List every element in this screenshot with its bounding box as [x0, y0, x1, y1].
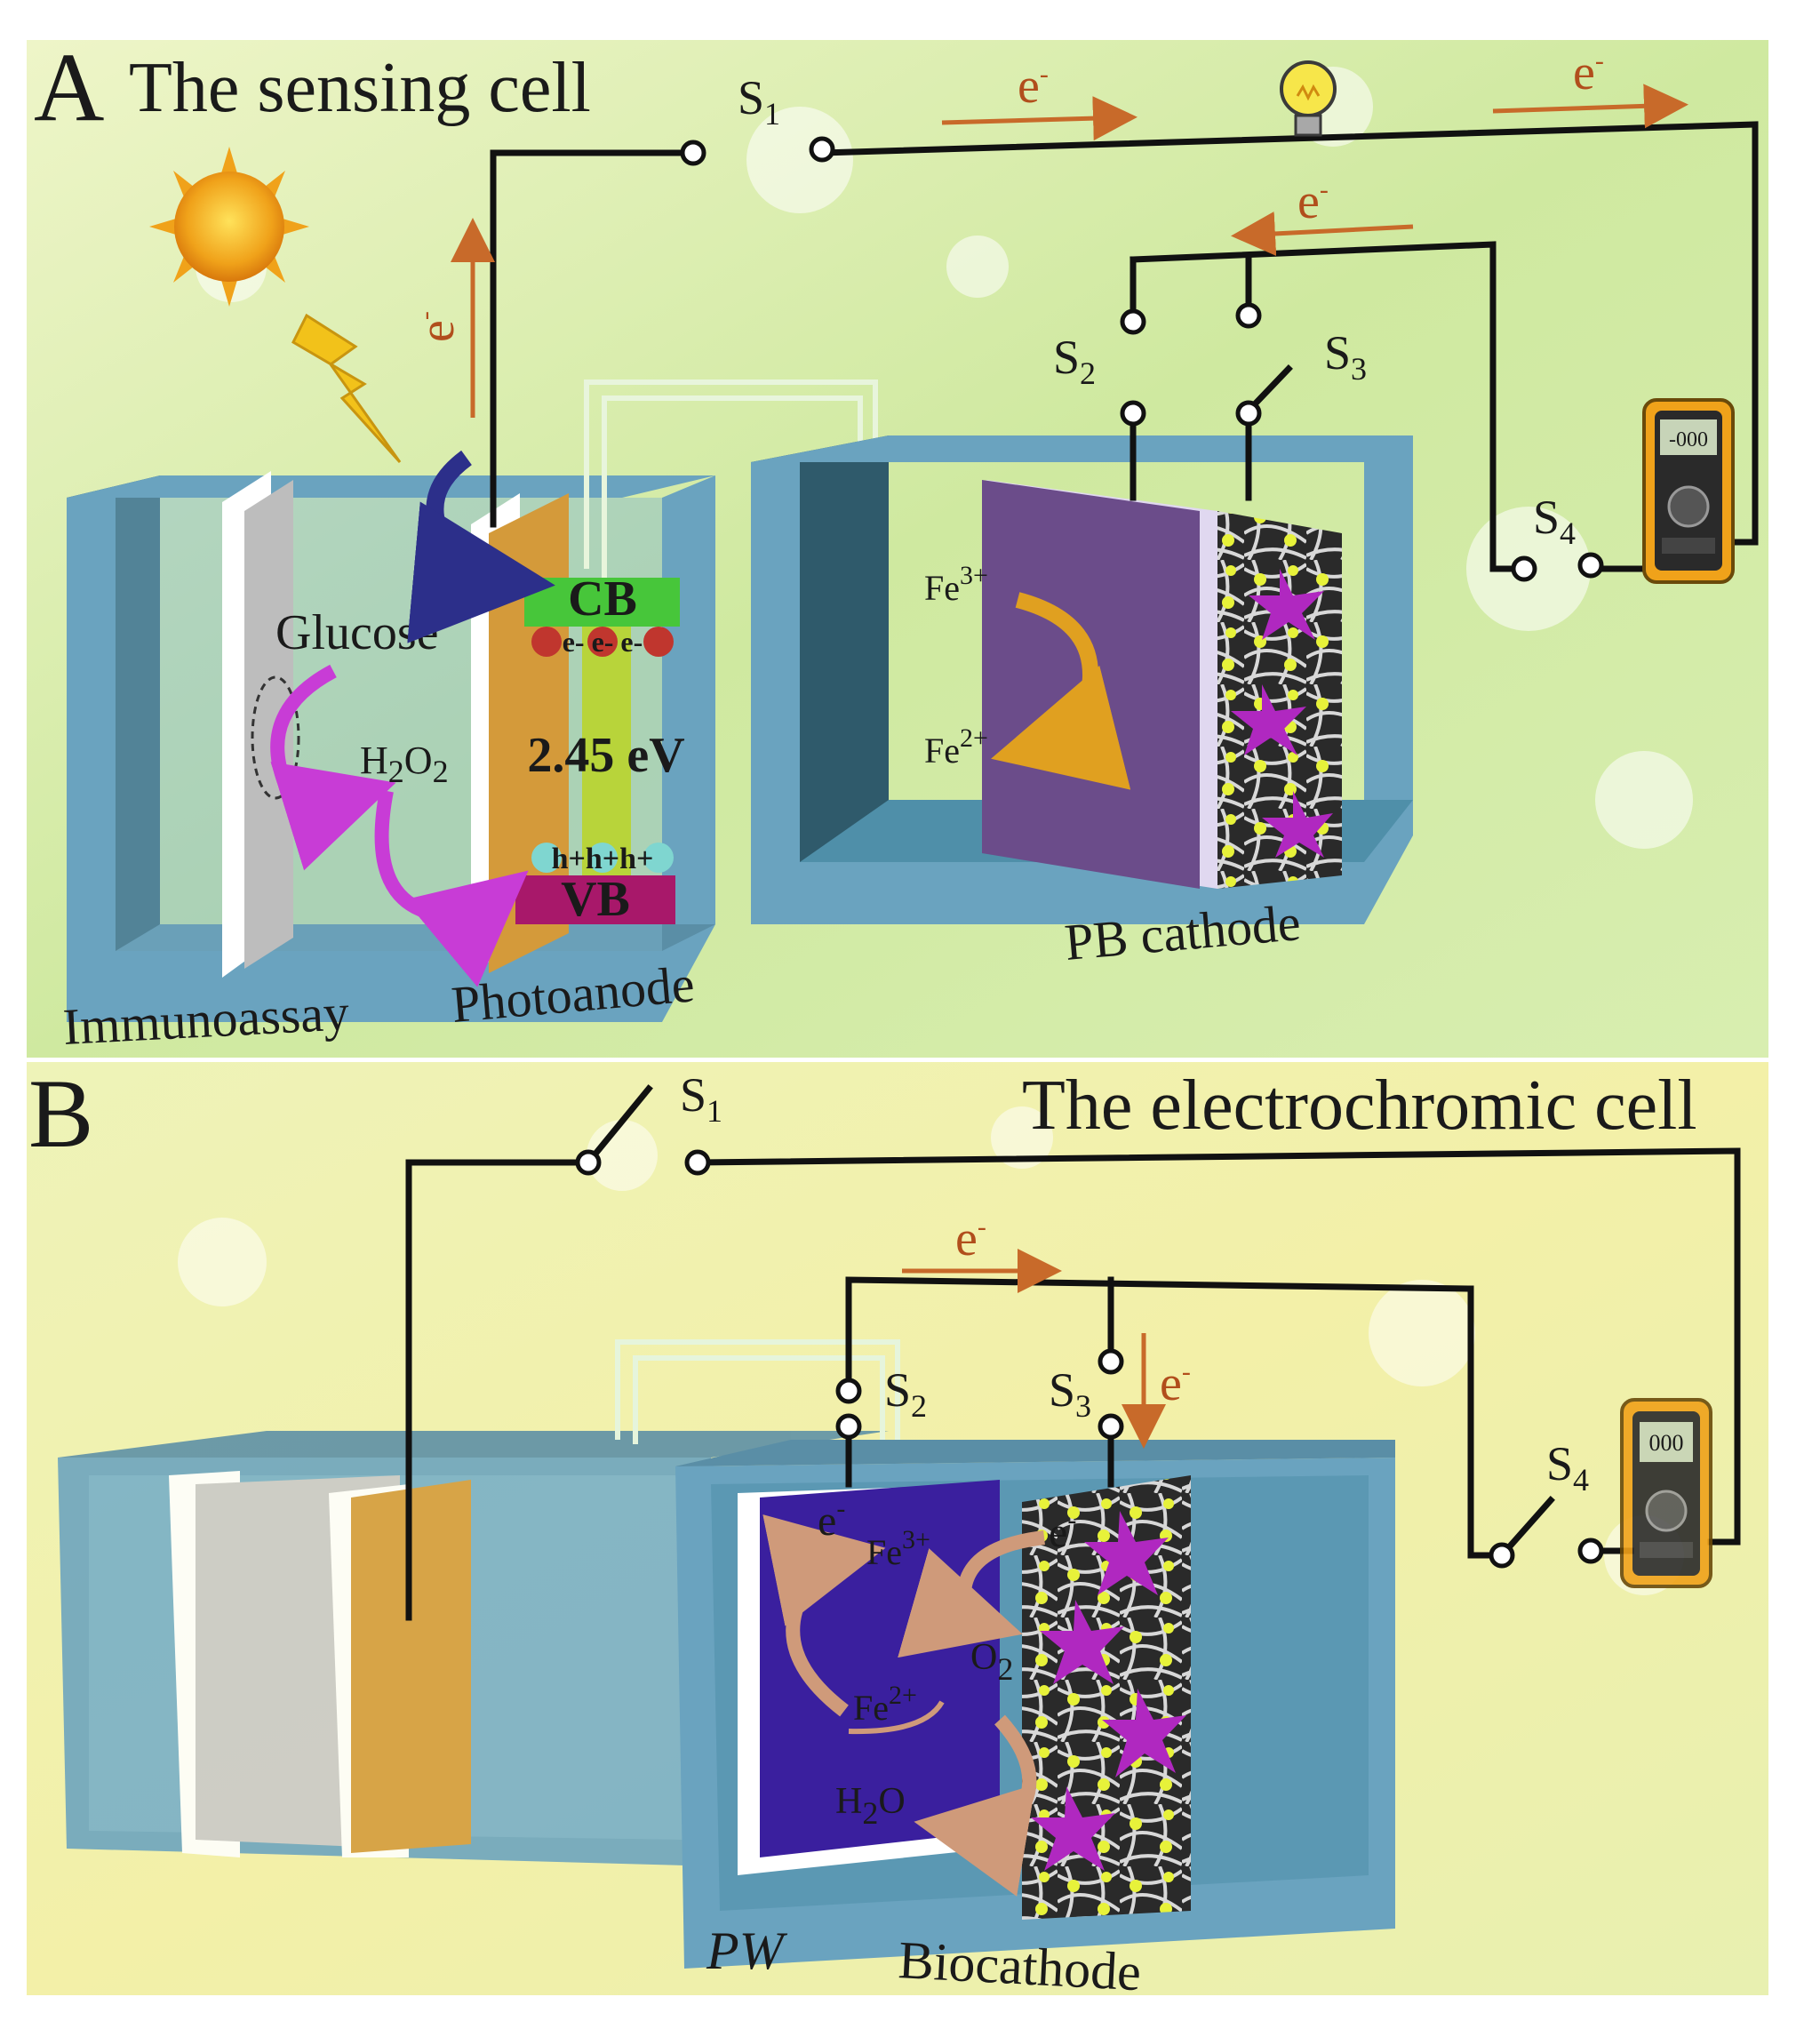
switch-s3-b[interactable] — [1098, 1348, 1124, 1440]
electron-label-b-bio: e- — [1049, 1506, 1076, 1556]
electron-label-b-pw: e- — [818, 1494, 845, 1545]
o2-to-h2o-arrow-b — [914, 1714, 1037, 1897]
switch-s3-a[interactable] — [1235, 302, 1262, 427]
vb-holes — [531, 843, 674, 873]
cathode-tank — [751, 435, 1413, 924]
band-gap-label: 2.45 eV — [527, 728, 684, 783]
electron-label-b-1: e- — [955, 1211, 986, 1266]
pb-electrode — [982, 480, 1217, 889]
switch-s1-a[interactable] — [680, 136, 835, 166]
switch-s2-label-b: S2 — [884, 1363, 927, 1424]
vb-block — [515, 875, 675, 924]
switch-s1-label-a: S1 — [738, 71, 780, 132]
electron-arrow-a-1 — [941, 96, 1138, 141]
fe2-label-b: Fe2+ — [853, 1681, 917, 1728]
vb-holes-label: h+h+h+ — [552, 843, 654, 875]
fe3-label-a: Fe3+ — [924, 561, 988, 608]
o2-label-b: O2 — [970, 1637, 1013, 1687]
switch-s2-label-a: S2 — [1053, 331, 1096, 391]
biocathode-label: Biocathode — [897, 1930, 1142, 2001]
electron-label-a-1: e- — [1018, 59, 1049, 114]
electron-label-a-3: e- — [1297, 174, 1329, 229]
h2o-label-b: H2O — [835, 1781, 906, 1831]
glucose-label: Glucose — [275, 605, 439, 660]
pw-label: PW — [706, 1921, 788, 1980]
multimeter-display-b: 000 — [1649, 1430, 1684, 1456]
glucose-to-h2o2-arrow — [270, 664, 396, 871]
h2o2-to-vb-arrow — [374, 789, 529, 987]
salt-bridge-b — [615, 1339, 900, 1458]
light-bulb-icon — [1280, 60, 1337, 137]
switch-s3-label-a: S3 — [1324, 326, 1367, 387]
sun-icon — [149, 147, 309, 307]
electron-arrow-a-3 — [1231, 211, 1414, 256]
panel-a-letter: A — [34, 33, 104, 141]
lightning-icon — [291, 313, 402, 464]
bio-mesh-b — [1022, 1475, 1191, 1920]
panel-b-title: The electrochromic cell — [1022, 1066, 1697, 1145]
fe3-label-b: Fe3+ — [866, 1525, 930, 1572]
fe-to-o2-arrow-b — [848, 1700, 945, 1735]
multimeter-icon-b — [1620, 1398, 1712, 1588]
photo-excitation-arrow — [407, 450, 555, 643]
panel-a-title: The sensing cell — [129, 49, 591, 127]
fe-redox-arrow-a — [991, 592, 1131, 790]
multimeter-display-a: -000 — [1669, 428, 1708, 451]
multimeter-icon-a — [1642, 398, 1735, 584]
switch-s1-b-lever — [584, 1084, 653, 1167]
e-to-o2-arrow-b — [898, 1530, 1045, 1658]
switch-s4-b[interactable] — [1489, 1538, 1604, 1569]
switch-s3-label-b: S3 — [1049, 1363, 1091, 1424]
switch-s1-b[interactable] — [575, 1149, 711, 1176]
fe-cycle-arrow-b — [762, 1514, 886, 1717]
switch-s4-label-b: S4 — [1546, 1437, 1589, 1498]
h2o2-label: H2O2 — [360, 739, 449, 789]
electron-label-a-2: e- — [1573, 45, 1604, 100]
cb-electrons-label: e- e- e- — [563, 626, 643, 658]
cb-label: CB — [568, 571, 637, 627]
bio-mesh-a — [1217, 511, 1342, 889]
switch-s4-label-a: S4 — [1533, 491, 1576, 551]
electron-label-b-2: e- — [1160, 1356, 1191, 1411]
switch-s2-a[interactable] — [1120, 308, 1146, 427]
electron-label-a-4: e- — [410, 311, 465, 342]
switch-s2-b[interactable] — [835, 1378, 862, 1440]
panel-b-letter: B — [28, 1059, 93, 1168]
electron-arrow-a-2 — [1492, 84, 1688, 129]
vb-label: VB — [561, 872, 630, 927]
immunoassay-electrode — [222, 471, 293, 978]
left-tank-b — [58, 1431, 889, 1866]
switch-s4-a[interactable] — [1511, 552, 1604, 582]
fe2-label-a: Fe2+ — [924, 723, 988, 771]
switch-s1-label-b: S1 — [680, 1068, 722, 1129]
